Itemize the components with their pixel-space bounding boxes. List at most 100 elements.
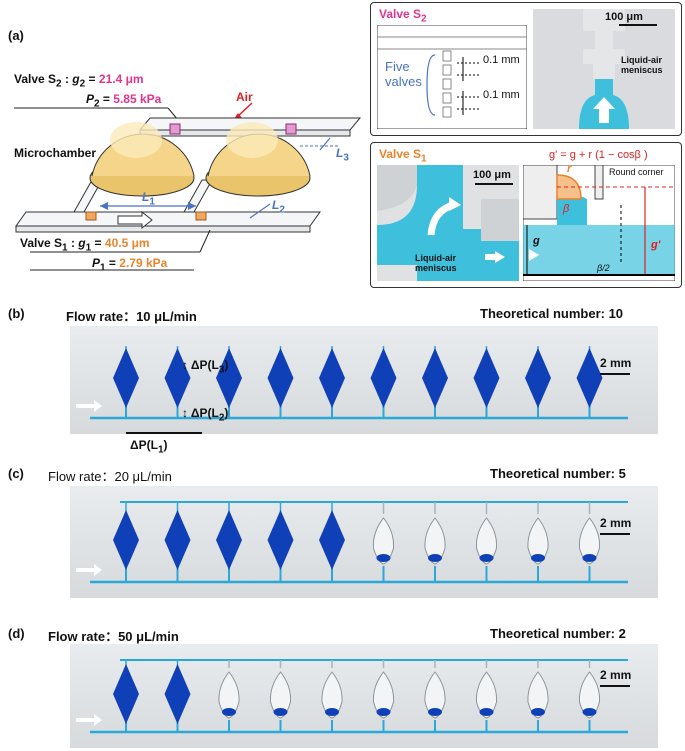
filled-chamber	[216, 348, 242, 408]
empty-chamber	[424, 517, 446, 565]
residual-dye	[582, 708, 597, 716]
valve-s1-p-val: 2.79 kPa	[119, 256, 168, 270]
g-label: g	[533, 235, 540, 247]
panel-c-scale: 2 mm	[600, 516, 632, 530]
inset-valve-s1: Valve S1 100 μm Liquid-air meniscus g' =…	[370, 142, 682, 288]
inset-s1-geometry	[523, 165, 675, 281]
round-corner-label: Round corner	[609, 167, 664, 177]
l1-label: L1	[142, 190, 155, 208]
inset-s1-formula: g' = g + r (1 − cosβ )	[549, 149, 648, 161]
valve-s2-p: P	[86, 92, 95, 106]
inset-s2-photo: 100 μm Liquid-air meniscus	[533, 9, 675, 129]
valve-s2-params: Valve S2 : g2 = 21.4 μm	[14, 72, 144, 90]
panel-b-theoretical: Theoretical number: 10	[480, 306, 624, 321]
beta-label: β	[563, 203, 570, 215]
empty-chamber	[527, 517, 549, 565]
panel-b-photo	[70, 326, 658, 434]
residual-dye	[479, 708, 494, 716]
panel-c-theoretical: Theoretical number: 5	[490, 466, 626, 481]
empty-chamber	[475, 517, 498, 565]
valve-s1-p: P	[92, 256, 101, 270]
filled-chamber	[113, 510, 139, 570]
empty-chamber	[372, 517, 395, 565]
valve-s1-sub: 1	[62, 242, 68, 254]
residual-dye	[222, 708, 236, 716]
panel-b-label: (b)	[8, 306, 25, 321]
beta-half-label: β/2	[597, 263, 610, 273]
inset-s2-meniscus: Liquid-air meniscus	[621, 55, 663, 75]
valve-s2-g-val: 21.4 μm	[98, 72, 144, 86]
panel-d-label: (d)	[8, 626, 25, 641]
l2-label: L2	[272, 198, 285, 216]
panel-d-scale-bar	[600, 685, 630, 687]
panel-b-scale-bar	[600, 373, 630, 375]
residual-dye	[428, 554, 442, 562]
filled-chamber	[267, 510, 294, 570]
inset-s1-title: Valve S1	[379, 147, 427, 165]
inset-s1-photo: 100 μm Liquid-air meniscus	[377, 165, 519, 281]
strip-c-drawing	[76, 501, 628, 584]
residual-dye	[428, 708, 442, 716]
panel-c-label: (c)	[8, 466, 24, 481]
inset-s2-drawing	[377, 25, 527, 129]
residual-dye	[531, 554, 545, 562]
valve-s1-g: g	[78, 236, 86, 250]
residual-dye	[531, 708, 545, 716]
empty-chamber	[424, 671, 446, 719]
inset-valve-s2: Valve S2 Five valves 0.1 mm 0.1 mm 100 μ…	[370, 2, 682, 136]
filled-chamber	[525, 348, 551, 408]
residual-dye	[376, 554, 391, 562]
valve-s1-g-sub: 1	[85, 242, 92, 254]
inset-s1-scale: 100 μm	[473, 169, 511, 181]
inset-s1-meniscus: Liquid-air meniscus	[415, 253, 457, 273]
r-label: r	[567, 163, 572, 175]
residual-dye	[582, 554, 597, 562]
filled-chamber	[370, 348, 397, 408]
filled-chamber	[164, 510, 191, 570]
panel-c-photo	[70, 486, 658, 598]
schematic-diagram	[14, 102, 362, 271]
valve-s2-p-val: 5.85 kPa	[113, 92, 162, 106]
valve-s2-name: Valve S	[14, 72, 57, 86]
strip-d-drawing	[76, 659, 628, 734]
empty-chamber	[475, 671, 498, 719]
filled-chamber	[216, 510, 242, 570]
filled-chamber	[113, 348, 139, 408]
gprime-label: g'	[651, 239, 661, 251]
panel-d-scale: 2 mm	[600, 668, 632, 682]
panel-a-label: (a)	[8, 28, 24, 43]
empty-chamber	[321, 671, 343, 719]
valve-s2-g: g	[72, 72, 80, 86]
residual-dye	[273, 708, 288, 716]
inset-s2-scale: 100 μm	[605, 11, 643, 23]
panel-d-theoretical: Theoretical number: 2	[490, 626, 626, 641]
filled-chamber	[164, 664, 191, 724]
empty-chamber	[578, 517, 601, 565]
valve-s2-g-sub: 2	[79, 78, 86, 90]
inset-s2-photo-drawing	[533, 9, 675, 129]
panel-d-photo	[70, 644, 658, 748]
dp-l2-label: ↕ ΔP(L2)	[182, 406, 229, 424]
dim1-label: 0.1 mm	[483, 54, 520, 66]
five-valves-label: Five valves	[385, 59, 422, 89]
inset-s2-title: Valve S2	[379, 7, 427, 25]
dp-l1-label: ΔP(L1)	[130, 438, 168, 456]
valve-s2-pressure: P2 = 5.85 kPa	[86, 92, 162, 110]
dim2-label: 0.1 mm	[483, 89, 520, 101]
residual-dye	[479, 554, 494, 562]
flow-arrow-icon	[76, 400, 102, 412]
valve-s1-name: Valve S	[20, 236, 63, 250]
flow-arrow-icon	[76, 714, 102, 726]
valve-s1-p-sub: 1	[100, 262, 106, 274]
empty-chamber	[372, 671, 395, 719]
valve-s1-pressure: P1 = 2.79 kPa	[92, 256, 168, 274]
empty-chamber	[527, 671, 549, 719]
dp-l1-arrow	[126, 432, 202, 434]
empty-chamber	[218, 671, 240, 719]
panel-b-scale: 2 mm	[600, 356, 632, 370]
valve-s2-sub: 2	[56, 78, 62, 90]
filled-chamber	[473, 348, 500, 408]
panel-b-flow: Flow rate：10 μL/min	[66, 309, 197, 324]
panel-d-flow: Flow rate：50 μL/min	[48, 629, 179, 644]
empty-chamber	[578, 671, 601, 719]
